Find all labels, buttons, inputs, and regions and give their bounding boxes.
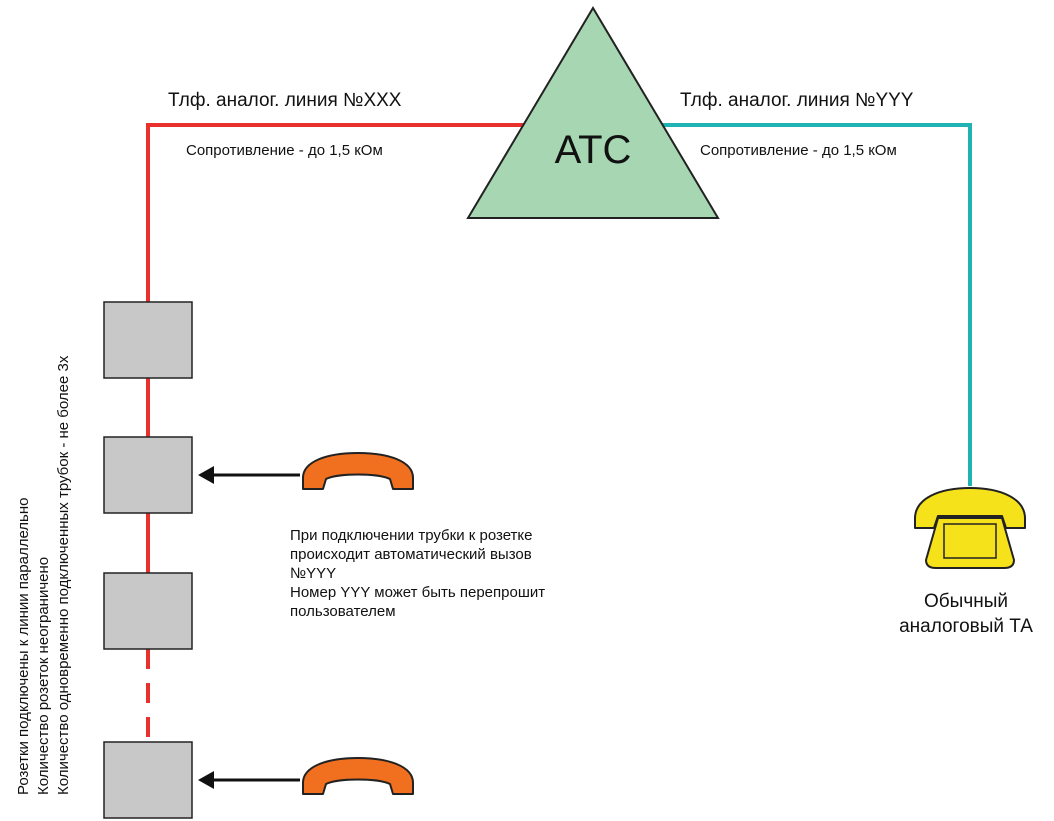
- line-xxx-resistance: Сопротивление - до 1,5 кОм: [186, 142, 383, 159]
- phone-label-line-2: аналоговый ТА: [899, 616, 1033, 637]
- vertical-note-1: Розетки подключены к линии параллельно: [15, 498, 32, 796]
- arrow-2: [198, 771, 300, 789]
- autocall-note-line-5: пользователем: [290, 603, 396, 620]
- handset-icon: [301, 757, 415, 795]
- arrow-1: [198, 466, 300, 484]
- socket-3: [103, 572, 193, 650]
- line-xxx: [146, 123, 528, 742]
- phone-label-line-1: Обычный: [924, 591, 1008, 612]
- atc-triangle: [466, 6, 720, 219]
- socket-1: [103, 301, 193, 379]
- autocall-note: При подключении трубки к розетке происхо…: [290, 526, 670, 621]
- vertical-note-3: Количество одновременно подключенных тру…: [55, 355, 72, 795]
- autocall-note-line-1: При подключении трубки к розетке: [290, 527, 533, 544]
- handset-icon: [301, 452, 415, 490]
- atc-label: АТС: [555, 128, 632, 172]
- analog-phone-icon: [913, 487, 1027, 569]
- vertical-note-2: Количество розеток неограничено: [35, 557, 52, 795]
- line-yyy: [660, 123, 972, 486]
- autocall-note-line-2: происходит автоматический вызов: [290, 546, 532, 563]
- autocall-note-line-3: №YYY: [290, 565, 337, 582]
- socket-2: [103, 436, 193, 514]
- autocall-note-line-4: Номер YYY может быть перепрошит: [290, 584, 546, 601]
- line-yyy-title: Тлф. аналог. линия №YYY: [680, 90, 914, 111]
- line-xxx-title: Тлф. аналог. линия №XXX: [168, 90, 402, 111]
- socket-4: [103, 741, 193, 819]
- line-yyy-resistance: Сопротивление - до 1,5 кОм: [700, 142, 897, 159]
